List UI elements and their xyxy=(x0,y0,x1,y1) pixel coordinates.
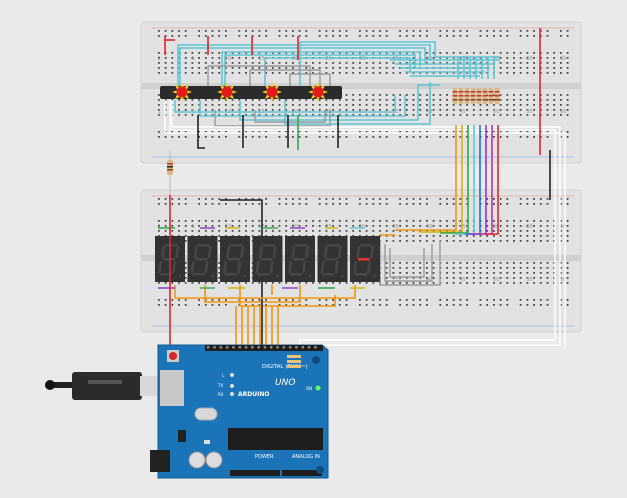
column-number: 5 xyxy=(192,56,195,62)
column-number: 5 xyxy=(192,224,195,230)
short-colored-wires xyxy=(158,227,365,289)
seven-segment-digit[interactable] xyxy=(317,236,348,282)
orange-wires-bottom[interactable] xyxy=(174,234,395,355)
column-number: 50 xyxy=(493,56,499,62)
label-arduino: ARDUINO xyxy=(238,391,269,398)
column-number: 50 xyxy=(493,109,499,115)
column-number: 1 xyxy=(158,56,161,62)
column-number: 60 xyxy=(560,56,566,62)
column-number: 35 xyxy=(393,277,399,283)
seven-segment-digit[interactable] xyxy=(350,236,380,282)
usb-cable[interactable] xyxy=(45,372,170,400)
column-number: 60 xyxy=(560,277,566,283)
blue-wires[interactable] xyxy=(174,41,500,125)
seven-segment-digit[interactable] xyxy=(220,236,250,282)
rainbow-wires[interactable] xyxy=(395,125,499,235)
label-tx: TX xyxy=(217,383,223,388)
column-number: 40 xyxy=(426,56,432,62)
column-number: 45 xyxy=(460,56,466,62)
column-number: 45 xyxy=(460,277,466,283)
digital-header-pins[interactable] xyxy=(207,346,317,349)
led[interactable] xyxy=(308,82,328,102)
resistor-left[interactable] xyxy=(167,150,173,195)
column-number: 60 xyxy=(560,109,566,115)
column-number: 1 xyxy=(158,224,161,230)
led[interactable] xyxy=(217,82,237,102)
column-number: 55 xyxy=(527,109,533,115)
resistor[interactable] xyxy=(470,88,476,104)
resistor[interactable] xyxy=(458,88,464,104)
led-strip[interactable] xyxy=(160,82,342,102)
led[interactable] xyxy=(172,82,192,102)
led[interactable] xyxy=(262,82,282,102)
column-number: 55 xyxy=(527,277,533,283)
seven-segment-digit[interactable] xyxy=(252,236,283,282)
column-number: 20 xyxy=(292,224,298,230)
resistor[interactable] xyxy=(494,88,500,104)
column-number: 25 xyxy=(326,56,332,62)
column-number: 20 xyxy=(292,56,298,62)
resistor[interactable] xyxy=(488,88,494,104)
column-number: 55 xyxy=(527,224,533,230)
label-uno: UNO xyxy=(275,378,295,388)
seven-segment-digit[interactable] xyxy=(285,236,315,282)
seven-segment-digit[interactable] xyxy=(187,236,218,282)
label-digital: DIGITAL (PWM~) xyxy=(262,364,308,370)
column-number: 35 xyxy=(393,56,399,62)
label-rx: RX xyxy=(218,392,224,397)
column-number: 35 xyxy=(393,224,399,230)
resistor-array[interactable] xyxy=(452,88,500,104)
column-number: 40 xyxy=(426,224,432,230)
resistor[interactable] xyxy=(464,88,470,104)
label-power: POWER xyxy=(255,454,274,460)
label-analog: ANALOG IN xyxy=(292,454,320,460)
column-number: 40 xyxy=(426,277,432,283)
red-wires-top[interactable] xyxy=(164,28,541,155)
resistor[interactable] xyxy=(452,88,458,104)
column-number: 30 xyxy=(359,56,365,62)
column-number: 10 xyxy=(225,56,231,62)
column-number: 55 xyxy=(527,56,533,62)
column-number: 15 xyxy=(259,56,265,62)
label-l: L xyxy=(222,373,225,378)
column-number: 1 xyxy=(158,109,161,115)
resistor[interactable] xyxy=(482,88,488,104)
column-number: 45 xyxy=(460,109,466,115)
column-number: 30 xyxy=(359,224,365,230)
column-number: 40 xyxy=(426,109,432,115)
resistor[interactable] xyxy=(476,88,482,104)
column-number: 25 xyxy=(326,224,332,230)
label-on: ON xyxy=(306,386,312,391)
column-number: 60 xyxy=(560,224,566,230)
column-number: 50 xyxy=(493,224,499,230)
seven-segment-displays[interactable] xyxy=(155,236,380,282)
column-number: 50 xyxy=(493,277,499,283)
column-number: 10 xyxy=(225,224,231,230)
arduino-uno-board[interactable]: DIGITAL (PWM~) UNO ARDUINO POWER ANALOG … xyxy=(150,344,329,479)
